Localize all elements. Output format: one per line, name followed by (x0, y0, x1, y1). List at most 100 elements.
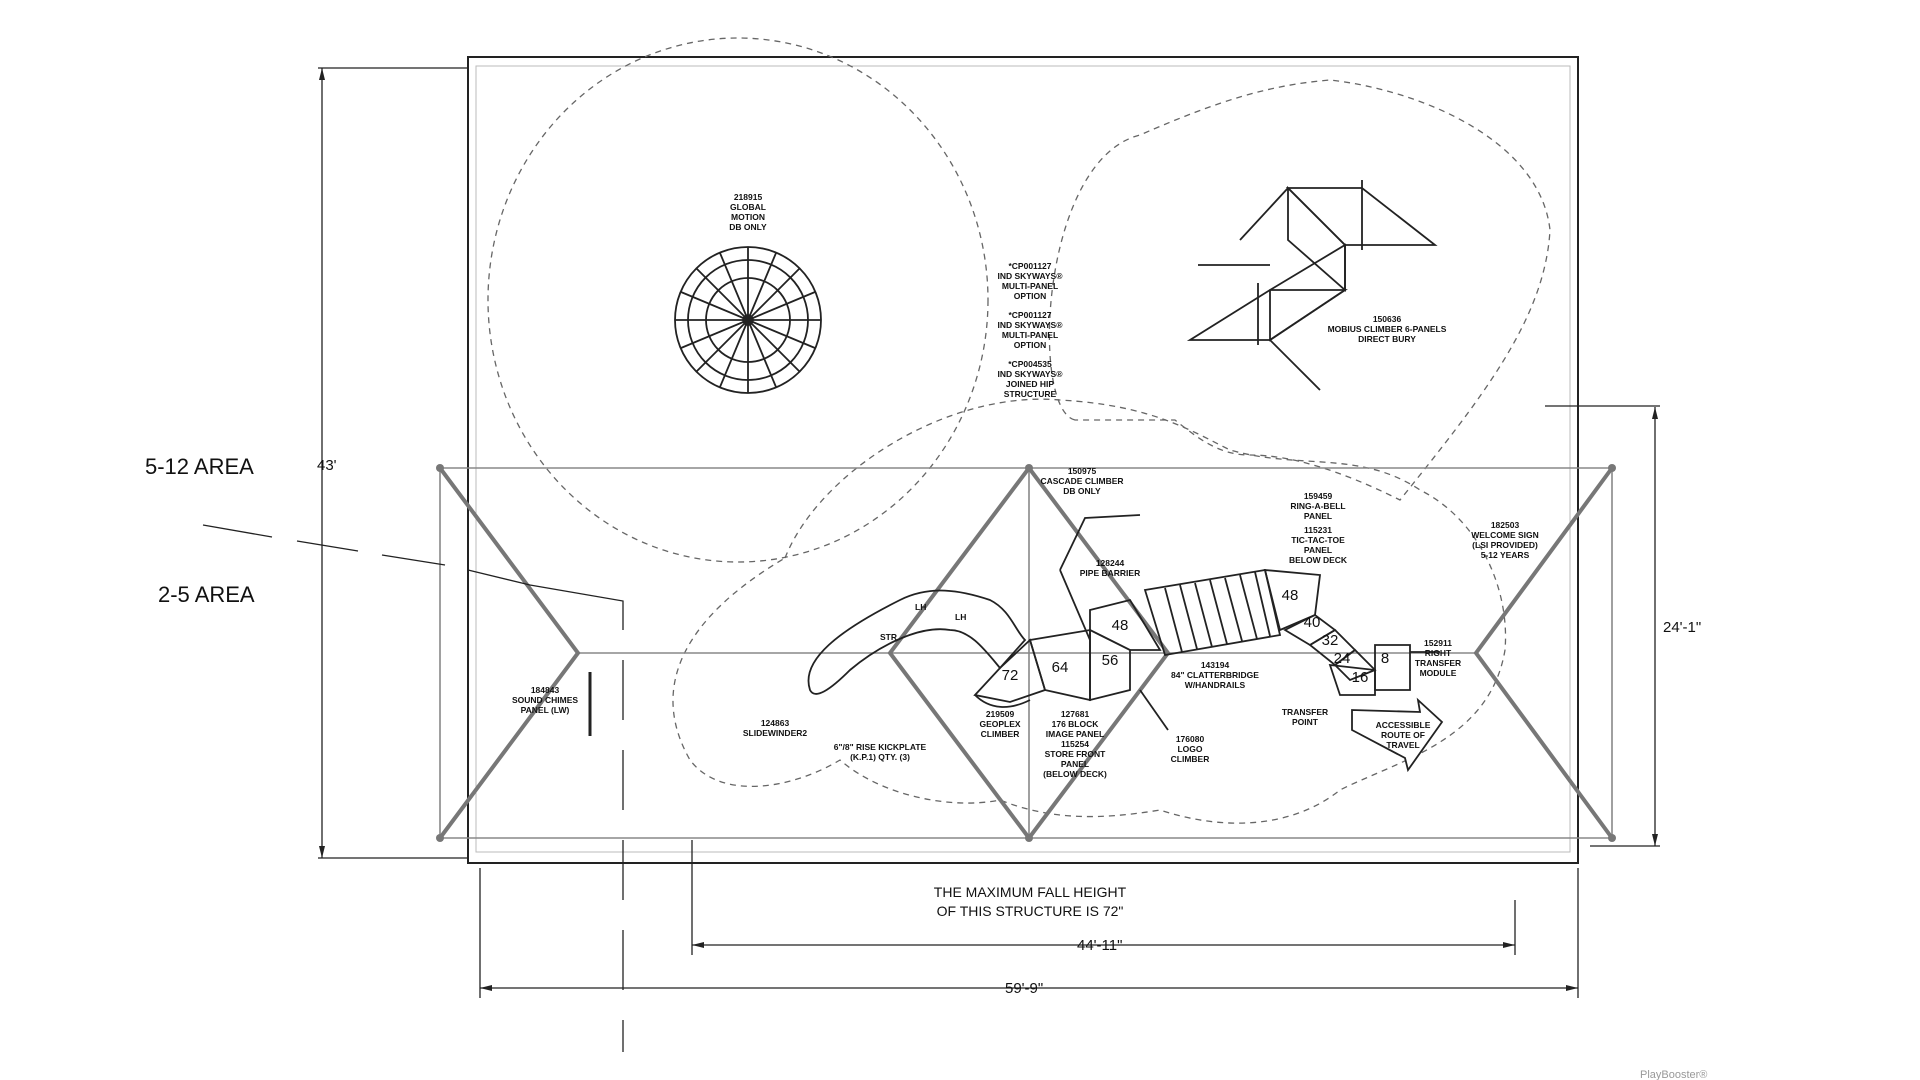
svg-text:143194: 143194 (1201, 660, 1230, 670)
logo-climber (1139, 689, 1169, 731)
svg-text:84" CLATTERBRIDGE: 84" CLATTERBRIDGE (1171, 670, 1259, 680)
svg-text:115231: 115231 (1304, 525, 1332, 535)
accessible-route-label: ACCESSIBLE ROUTE OF TRAVEL (1376, 720, 1431, 750)
main-structure-use-zone (672, 398, 1507, 824)
svg-text:TRAVEL: TRAVEL (1386, 740, 1419, 750)
svg-text:MOTION: MOTION (731, 212, 765, 222)
svg-text:TRANSFER: TRANSFER (1415, 658, 1461, 668)
svg-text:*CP001127: *CP001127 (1008, 310, 1051, 320)
shade-post (436, 464, 444, 472)
global-motion-spinner (674, 246, 822, 394)
deck-8 (1374, 644, 1411, 691)
svg-text:RING-A-BELL: RING-A-BELL (1290, 501, 1345, 511)
deck-48-left (1089, 598, 1162, 651)
shade-diagonal-left (438, 466, 581, 840)
deck-height-labels: 72 64 56 48 48 40 32 24 16 8 (1002, 587, 1390, 686)
global-motion-use-zone (487, 37, 989, 563)
area-divider (202, 524, 624, 1052)
svg-text:218915: 218915 (734, 192, 763, 202)
svg-text:MOBIUS CLIMBER 6-PANELS: MOBIUS CLIMBER 6-PANELS (1328, 324, 1447, 334)
dimension-side: 24'-1" (1545, 405, 1701, 847)
svg-text:159459: 159459 (1304, 491, 1333, 501)
fall-height-note-line2: OF THIS STRUCTURE IS 72" (937, 903, 1124, 919)
svg-text:(BELOW DECK): (BELOW DECK) (1043, 769, 1107, 779)
mobius-climber (1186, 180, 1438, 391)
svg-text:CLIMBER: CLIMBER (1171, 754, 1210, 764)
svg-text:GEOPLEX: GEOPLEX (979, 719, 1020, 729)
svg-text:16: 16 (1352, 669, 1369, 686)
pipe-barrier (1059, 514, 1141, 571)
geoplex-label: 219509 GEOPLEX CLIMBER (979, 709, 1020, 739)
mobius-label: 150636 MOBIUS CLIMBER 6-PANELS DIRECT BU… (1328, 314, 1447, 344)
svg-text:40: 40 (1304, 614, 1321, 631)
svg-text:176 BLOCK: 176 BLOCK (1052, 719, 1100, 729)
svg-text:150975: 150975 (1068, 466, 1097, 476)
svg-text:PIPE BARRIER: PIPE BARRIER (1080, 568, 1140, 578)
svg-text:6"/8" RISE KICKPLATE: 6"/8" RISE KICKPLATE (834, 742, 927, 752)
svg-text:8: 8 (1381, 650, 1389, 667)
svg-text:MODULE: MODULE (1420, 668, 1457, 678)
site-boundary (467, 56, 1579, 864)
geoplex-climber (974, 694, 1031, 708)
clatterbridge-label: 143194 84" CLATTERBRIDGE W/HANDRAILS (1171, 660, 1259, 690)
svg-text:IND SKYWAYS®: IND SKYWAYS® (998, 320, 1064, 330)
svg-text:CASCADE CLIMBER: CASCADE CLIMBER (1040, 476, 1123, 486)
dimension-inner-width: 44'-11" (691, 840, 1516, 955)
shade-post (436, 834, 444, 842)
shade-diagonal-right (1473, 466, 1614, 840)
svg-text:(LSI PROVIDED): (LSI PROVIDED) (1472, 540, 1538, 550)
svg-text:ACCESSIBLE: ACCESSIBLE (1376, 720, 1431, 730)
site-boundary-inner (475, 65, 1571, 853)
sound-chimes-label: 184843 SOUND CHIMES PANEL (LW) (512, 685, 578, 715)
mobius-use-zone (1048, 79, 1551, 501)
pipe-barrier-label: 128244 PIPE BARRIER (1080, 558, 1140, 578)
svg-text:56: 56 (1102, 652, 1119, 669)
transfer-module-label: 152911 RIGHT TRANSFER MODULE (1415, 638, 1461, 678)
svg-text:PANEL: PANEL (1304, 545, 1332, 555)
area-label-2-5: 2-5 AREA (158, 582, 255, 607)
svg-text:*CP004535: *CP004535 (1008, 359, 1052, 369)
svg-text:POINT: POINT (1292, 717, 1319, 727)
block-panel-label: 127681 176 BLOCK IMAGE PANEL 115254 STOR… (1043, 709, 1107, 779)
transfer-point-label: TRANSFER POINT (1282, 707, 1328, 727)
svg-text:184843: 184843 (531, 685, 560, 695)
use-zones (487, 37, 1551, 824)
ring-bell-label: 159459 RING-A-BELL PANEL 115231 TIC-TAC-… (1289, 491, 1348, 565)
svg-text:219509: 219509 (986, 709, 1015, 719)
slide-tag-lh1: LH (915, 602, 926, 612)
svg-text:IND SKYWAYS®: IND SKYWAYS® (998, 369, 1064, 379)
dimension-height-label: 43' (317, 457, 337, 474)
svg-text:SOUND CHIMES: SOUND CHIMES (512, 695, 578, 705)
svg-text:STORE FRONT: STORE FRONT (1045, 749, 1107, 759)
svg-text:WELCOME SIGN: WELCOME SIGN (1471, 530, 1539, 540)
svg-text:115254: 115254 (1061, 739, 1089, 749)
svg-text:127681: 127681 (1061, 709, 1090, 719)
watermark: PlayBooster® (1640, 1069, 1707, 1080)
shade-post (1608, 464, 1616, 472)
svg-text:128244: 128244 (1096, 558, 1125, 568)
svg-text:PANEL (LW): PANEL (LW) (521, 705, 570, 715)
svg-text:JOINED HIP: JOINED HIP (1006, 379, 1055, 389)
svg-text:TIC-TAC-TOE: TIC-TAC-TOE (1291, 535, 1345, 545)
cascade-label: 150975 CASCADE CLIMBER DB ONLY (1040, 466, 1123, 496)
svg-text:IMAGE PANEL: IMAGE PANEL (1046, 729, 1104, 739)
deck-16 (1328, 663, 1376, 696)
main-play-structure (807, 514, 1440, 731)
dimension-inner-width-label: 44'-11" (1077, 937, 1122, 954)
slide-tag-lh2: LH (955, 612, 966, 622)
svg-text:PANEL: PANEL (1304, 511, 1332, 521)
svg-text:SLIDEWINDER2: SLIDEWINDER2 (743, 728, 808, 738)
svg-text:*CP001127: *CP001127 (1008, 261, 1051, 271)
slidewinder-slide (807, 589, 1027, 695)
svg-text:GLOBAL: GLOBAL (730, 202, 766, 212)
accessible-route-arrow (1351, 697, 1444, 773)
svg-text:W/HANDRAILS: W/HANDRAILS (1185, 680, 1246, 690)
svg-text:STRUCTURE: STRUCTURE (1004, 389, 1057, 399)
svg-text:OPTION: OPTION (1014, 340, 1047, 350)
svg-text:124863: 124863 (761, 718, 790, 728)
svg-text:MULTI-PANEL: MULTI-PANEL (1002, 281, 1058, 291)
dimension-height: 43' (317, 67, 468, 859)
dimension-total-width: 59'-9" (479, 868, 1579, 998)
svg-text:(K.P.1) QTY. (3): (K.P.1) QTY. (3) (850, 752, 910, 762)
